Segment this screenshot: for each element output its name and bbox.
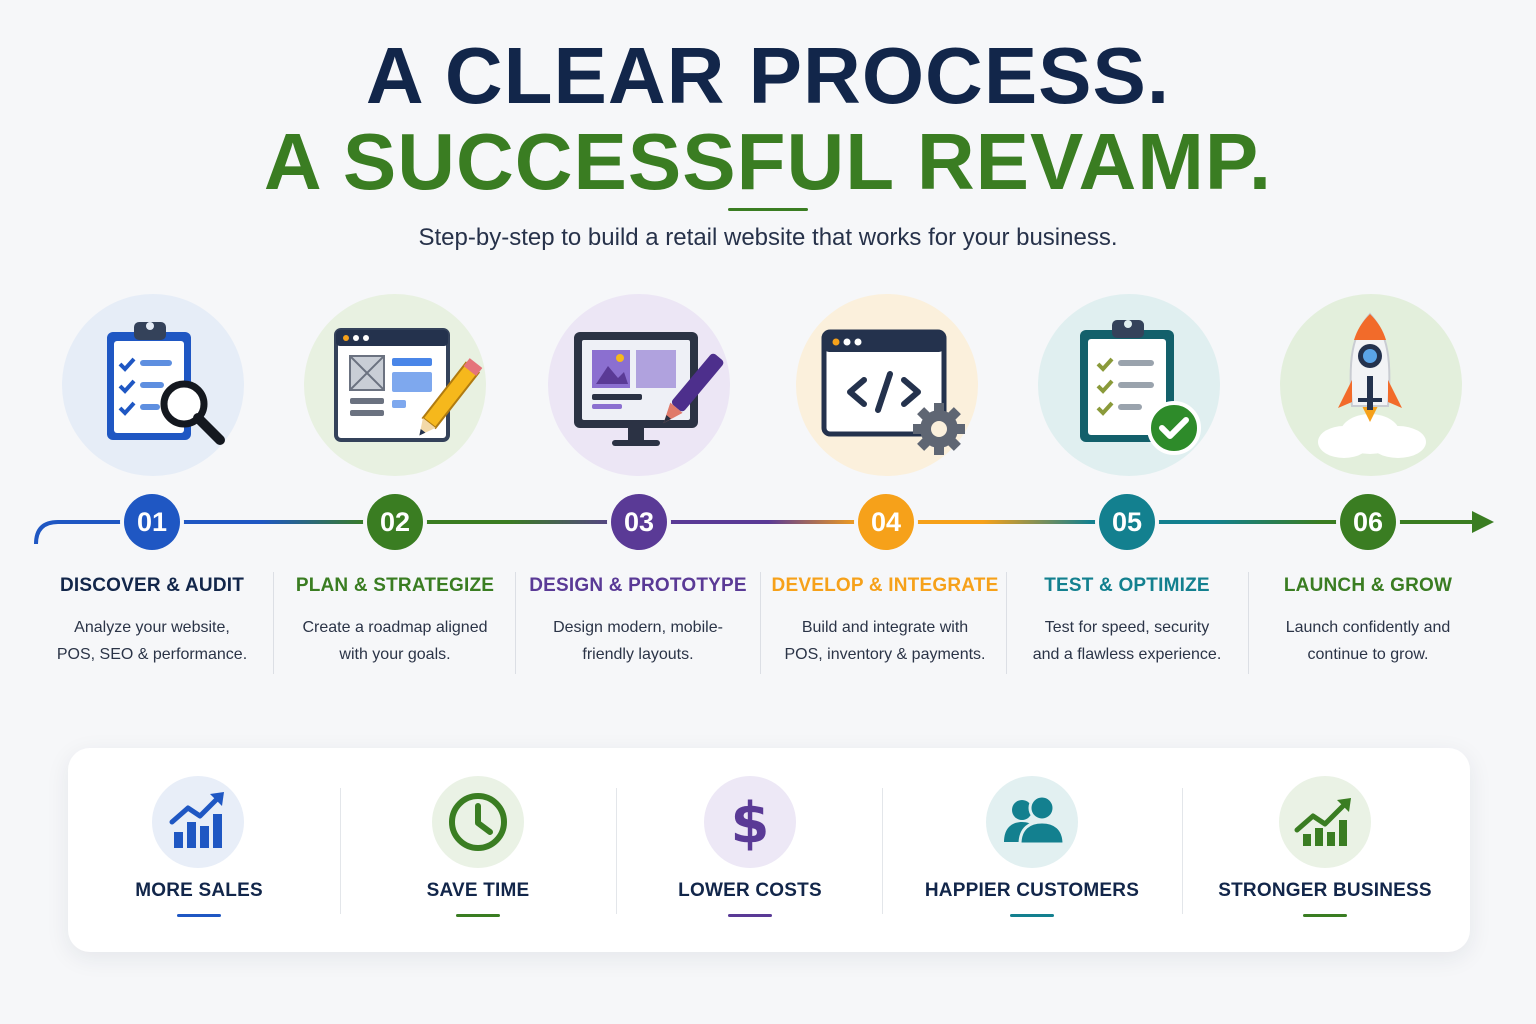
step-description-line: Build and integrate with [801, 619, 969, 636]
step-divider [1248, 572, 1249, 674]
rocket-icon [1280, 294, 1462, 476]
step-description-line: continue to grow. [1307, 646, 1429, 663]
timeline-line [34, 511, 1494, 545]
benefit-label: HAPPIER CUSTOMERS [924, 880, 1140, 901]
step-description: Design modern, mobile- friendly layouts. [518, 614, 758, 668]
step-divider [273, 572, 274, 674]
clipboard-search-icon [62, 294, 244, 476]
step-description: Build and integrate with POS, inventory … [765, 614, 1005, 668]
step-description: Launch confidently and continue to grow. [1248, 614, 1488, 668]
benefit-underline [1303, 914, 1347, 917]
step-description-line: Launch confidently and [1285, 619, 1451, 636]
benefit-underline [1010, 914, 1054, 917]
step-description-line: Analyze your website, [74, 619, 230, 636]
step-title: PLAN & STRATEGIZE [295, 575, 495, 596]
clipboard-check-icon [1038, 294, 1220, 476]
benefit-divider [882, 788, 883, 914]
step-divider [515, 572, 516, 674]
step-title: DESIGN & PROTOTYPE [529, 575, 747, 596]
clock-icon [432, 776, 524, 868]
step-number-badge: 01 [124, 494, 180, 550]
growth-chart-icon [1279, 776, 1371, 868]
benefit-label: SAVE TIME [426, 880, 530, 901]
svg-text:$: $ [731, 791, 770, 856]
bar-chart-growth-icon [152, 776, 244, 868]
step-description-line: Create a roadmap aligned [302, 619, 488, 636]
subtitle: Step-by-step to build a retail website t… [418, 224, 1118, 251]
step-number-badge: 02 [367, 494, 423, 550]
step-description-line: POS, SEO & performance. [56, 646, 248, 663]
benefit-divider [616, 788, 617, 914]
dollar-icon: $ [704, 776, 796, 868]
title-underline [728, 208, 808, 211]
step-title: DEVELOP & INTEGRATE [771, 575, 999, 596]
code-window-gear-icon [796, 294, 978, 476]
step-title: TEST & OPTIMIZE [1044, 575, 1210, 596]
benefit-label: STRONGER BUSINESS [1218, 880, 1432, 901]
benefit-divider [1182, 788, 1183, 914]
step-divider [1006, 572, 1007, 674]
step-description-line: friendly layouts. [582, 646, 694, 663]
benefit-divider [340, 788, 341, 914]
step-title: DISCOVER & AUDIT [59, 575, 245, 596]
step-description-line: Test for speed, security [1044, 619, 1210, 636]
step-description: Create a roadmap aligned with your goals… [275, 614, 515, 668]
step-title: LAUNCH & GROW [1283, 575, 1453, 596]
step-description-line: and a flawless experience. [1032, 646, 1222, 663]
step-description: Analyze your website, POS, SEO & perform… [32, 614, 272, 668]
monitor-design-icon [548, 294, 730, 476]
step-description-line: POS, inventory & payments. [784, 646, 986, 663]
step-description: Test for speed, security and a flawless … [1007, 614, 1247, 668]
benefit-underline [728, 914, 772, 917]
step-number-badge: 03 [611, 494, 667, 550]
title-line-2: A SUCCESSFUL REVAMP. [263, 117, 1273, 206]
step-number-badge: 06 [1340, 494, 1396, 550]
wireframe-pencil-icon [304, 294, 486, 476]
benefit-underline [456, 914, 500, 917]
benefit-underline [177, 914, 221, 917]
step-number-badge: 05 [1099, 494, 1155, 550]
step-description-line: Design modern, mobile- [553, 619, 723, 636]
benefit-label: MORE SALES [135, 880, 263, 901]
step-number-badge: 04 [858, 494, 914, 550]
benefit-label: LOWER COSTS [678, 880, 822, 901]
title-line-1: A CLEAR PROCESS. [365, 31, 1171, 120]
step-divider [760, 572, 761, 674]
step-description-line: with your goals. [339, 646, 451, 663]
benefits-card: MORE SALES SAVE TIME $ LOWER COSTS [68, 748, 1470, 952]
customers-icon [986, 776, 1078, 868]
